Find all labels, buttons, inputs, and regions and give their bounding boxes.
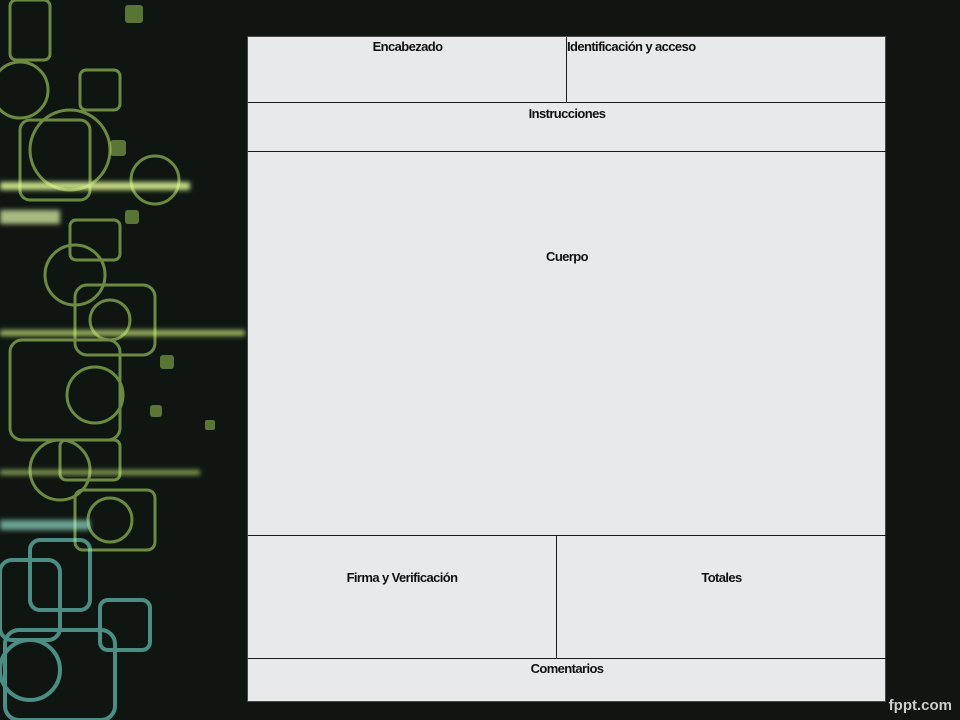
section-encabezado: Encabezado <box>248 37 567 102</box>
section-cuerpo: Cuerpo <box>248 152 886 535</box>
divider-row-3 <box>248 535 886 536</box>
divider-row-2 <box>248 151 886 152</box>
decorative-background <box>0 0 245 720</box>
section-totales: Totales <box>557 536 886 658</box>
section-instrucciones: Instrucciones <box>248 103 886 151</box>
section-totales-label: Totales <box>701 570 742 585</box>
section-firma: Firma y Verificación <box>248 536 556 658</box>
section-comentarios: Comentarios <box>248 659 886 701</box>
section-identificacion-label: Identificación y acceso <box>567 39 696 54</box>
section-firma-label: Firma y Verificación <box>346 570 458 585</box>
section-identificacion: Identificación y acceso <box>567 37 886 102</box>
divider-vertical-bottom <box>556 535 557 658</box>
divider-vertical-top <box>566 37 567 102</box>
form-layout-diagram: Encabezado Identificación y acceso Instr… <box>247 36 886 702</box>
section-cuerpo-label: Cuerpo <box>546 249 589 264</box>
section-instrucciones-label: Instrucciones <box>528 106 606 121</box>
divider-row-1 <box>248 102 886 103</box>
section-encabezado-label: Encabezado <box>372 39 443 54</box>
divider-row-4 <box>248 658 886 659</box>
section-comentarios-label: Comentarios <box>530 661 604 676</box>
watermark: fppt.com <box>888 697 952 714</box>
